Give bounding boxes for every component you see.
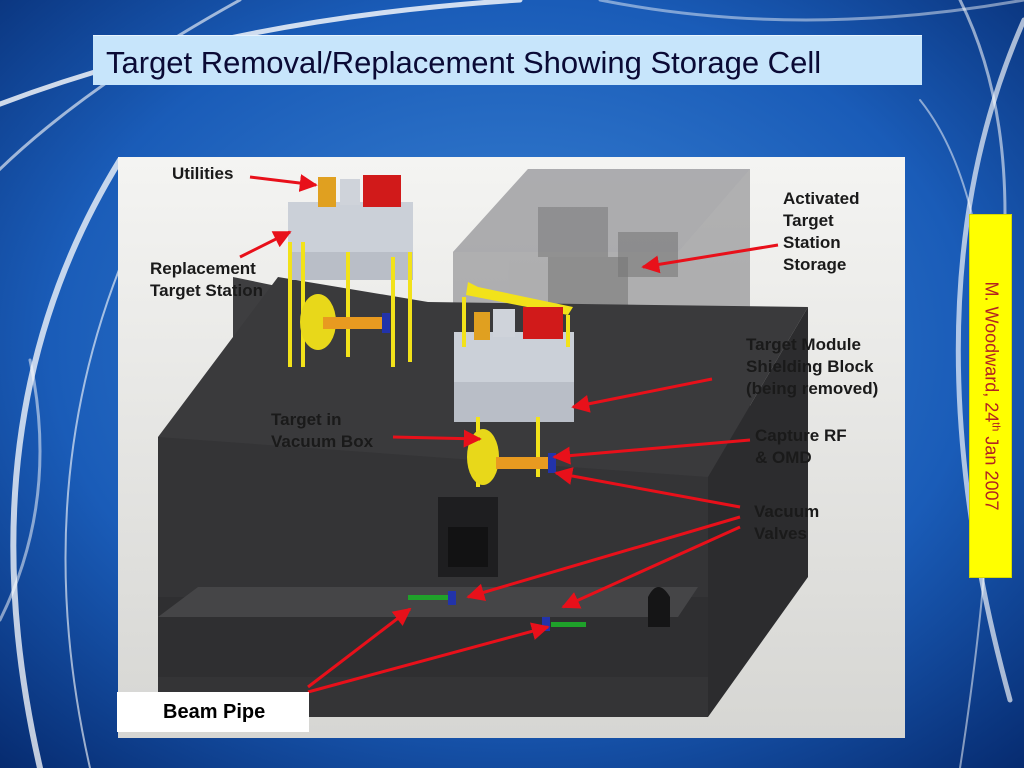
label-capture-rf: Capture RF & OMD (755, 426, 847, 467)
label-vacuum-valves: Vacuum Valves (754, 502, 820, 543)
callout-arrows (239, 174, 779, 694)
arrow-vacuum-valve-1 (554, 467, 741, 509)
replacement-target-station (288, 175, 413, 367)
title-box: Target Removal/Replacement Showing Stora… (93, 35, 922, 85)
label-beam-pipe: Beam Pipe (163, 701, 266, 723)
label-utilities: Utilities (172, 164, 234, 183)
author-credit: M. Woodward, 24th Jan 2007 (980, 282, 1001, 511)
arrow-beam-pipe-2 (307, 622, 550, 694)
arrow-vacuum-valve-3 (561, 525, 741, 609)
label-activated-storage: Activated Target Station Storage (783, 189, 860, 274)
label-target-vacuum-box: Target in Vacuum Box (271, 410, 374, 451)
author-box: M. Woodward, 24th Jan 2007 (969, 214, 1012, 578)
arrow-shielding-block (571, 377, 713, 413)
arrow-capture-rf (552, 438, 751, 465)
slide-title: Target Removal/Replacement Showing Stora… (106, 45, 822, 80)
arrow-target-vacuum-box (392, 429, 482, 448)
arrow-replacement-station (239, 230, 292, 259)
beam-pipe-label-box: Beam Pipe (117, 692, 309, 732)
arrow-beam-pipe-1 (307, 607, 412, 689)
target-station-diagram: Utilities Replacement Target Station Act… (118, 157, 905, 738)
label-replacement-station: Replacement Target Station (150, 259, 264, 300)
target-module (454, 282, 574, 487)
author-prefix: M. Woodward, 24 (981, 281, 1001, 423)
author-suffix: Jan 2007 (981, 431, 1001, 511)
arrow-utilities (249, 174, 318, 192)
arrow-vacuum-valve-2 (466, 515, 741, 602)
arrow-storage (641, 243, 779, 274)
author-sup: th (989, 422, 1001, 432)
label-shielding-block: Target Module Shielding Block (being rem… (746, 335, 879, 398)
